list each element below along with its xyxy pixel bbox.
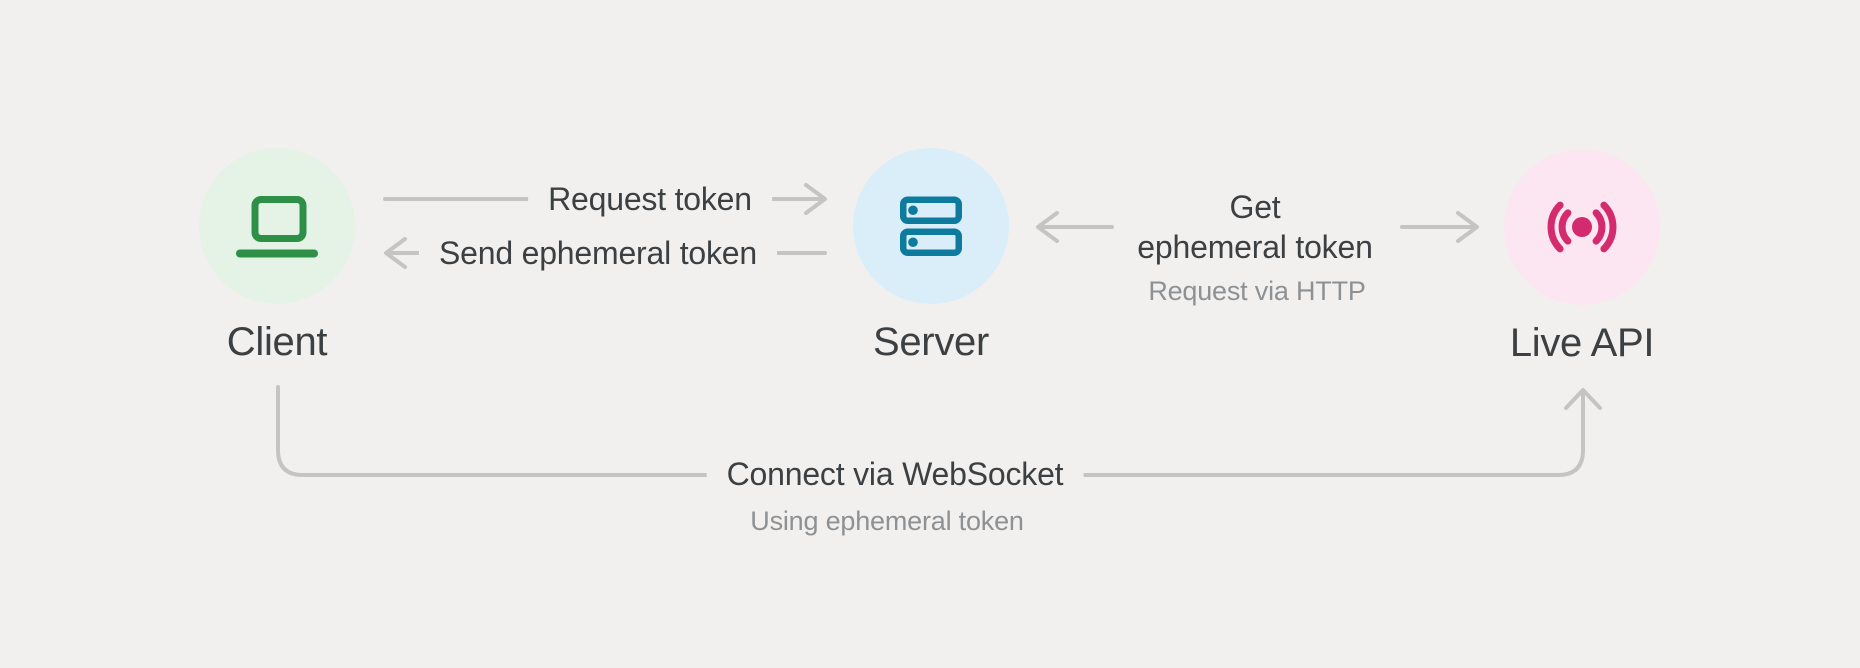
- get-ephemeral-token-left-arrow: [1036, 211, 1114, 243]
- live-api-label: Live API: [1509, 321, 1655, 365]
- connect-websocket-label: Connect via WebSocket: [706, 454, 1084, 494]
- server-label: Server: [872, 320, 989, 364]
- server-circle: [853, 148, 1009, 304]
- get-ephemeral-token-right-arrow: [1400, 211, 1479, 243]
- broadcast-icon: [1547, 201, 1617, 253]
- get-ephemeral-token-label-line2: ephemeral token: [1137, 229, 1373, 265]
- using-ephemeral-token-sublabel: Using ephemeral token: [750, 506, 1024, 536]
- send-ephemeral-token-label: Send ephemeral token: [418, 233, 778, 273]
- node-client: Client: [199, 148, 355, 364]
- client-label: Client: [226, 320, 328, 364]
- get-ephemeral-token-label-line1: Get: [1229, 189, 1281, 225]
- server-icon: [900, 196, 962, 256]
- node-live-api: Live API: [1504, 149, 1660, 365]
- live-api-circle: [1504, 149, 1660, 305]
- laptop-icon: [236, 196, 318, 258]
- node-server: Server: [853, 148, 1009, 364]
- request-token-label: Request token: [528, 179, 772, 219]
- client-circle: [199, 148, 355, 304]
- request-via-http-sublabel: Request via HTTP: [1148, 276, 1366, 306]
- get-ephemeral-token-label: Get ephemeral token: [1137, 187, 1373, 267]
